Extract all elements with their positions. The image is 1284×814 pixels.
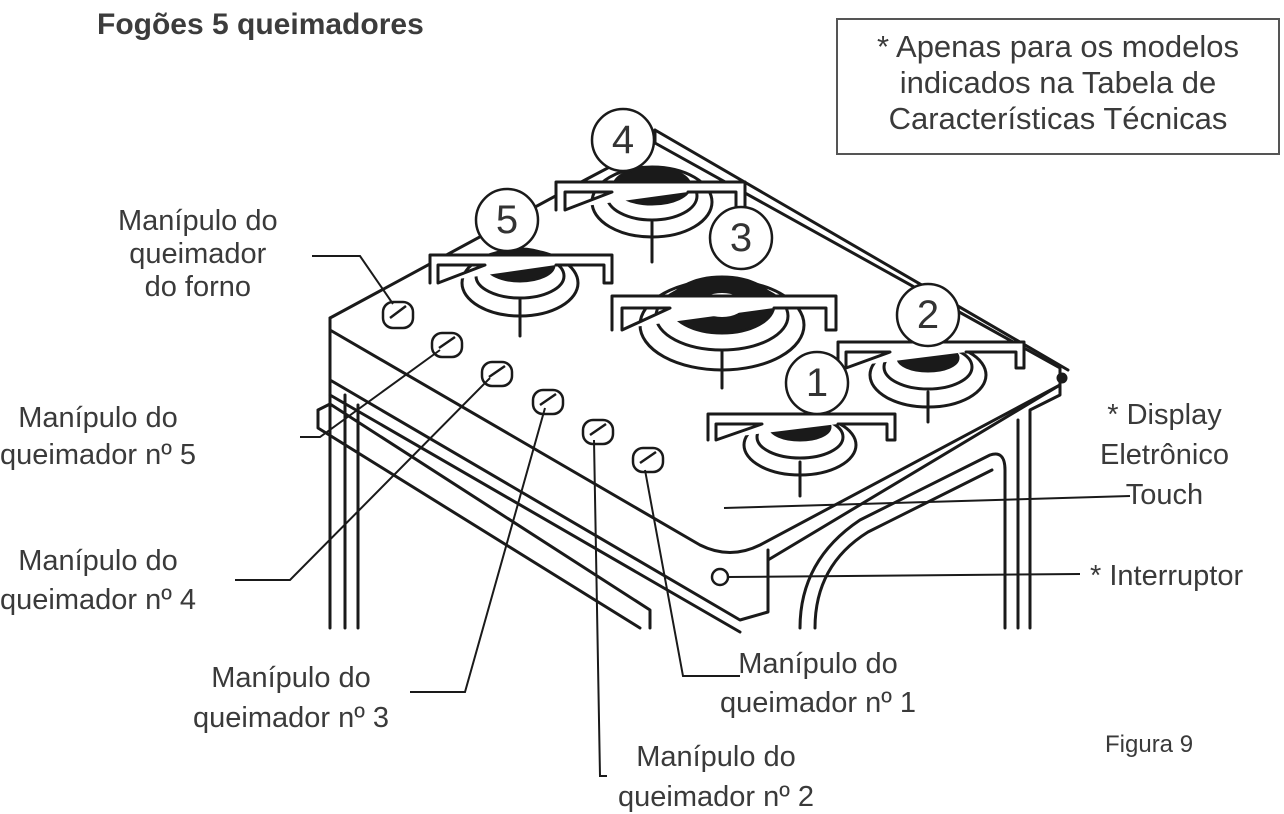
burner-number-1-circle bbox=[784, 350, 850, 416]
label-display: * Display Eletrônico Touch bbox=[1100, 399, 1229, 511]
burner-number-4-circle bbox=[590, 107, 656, 173]
label-knob-4: Manípulo do queimador nº 4 bbox=[0, 545, 196, 616]
knob-oven bbox=[381, 300, 415, 330]
leader-switch bbox=[727, 573, 1081, 578]
burner-number-1: 1 bbox=[806, 361, 828, 405]
door-handle bbox=[316, 402, 652, 630]
leader-oven bbox=[312, 255, 394, 305]
knob-4 bbox=[480, 360, 514, 388]
label-knob-5: Manípulo do queimador nº 5 bbox=[0, 402, 196, 471]
label-knob-1: Manípulo do queimador nº 1 bbox=[720, 648, 916, 719]
figure-label: Figura 9 bbox=[1105, 731, 1194, 758]
burner-3 bbox=[610, 275, 838, 390]
leader-1 bbox=[644, 469, 740, 677]
models-note: * Apenas para os modelos indicados na Ta… bbox=[877, 29, 1239, 136]
label-knob-2: Manípulo do queimador nº 2 bbox=[618, 741, 814, 813]
models-note-box: * Apenas para os modelos indicados na Ta… bbox=[836, 18, 1280, 155]
leader-3 bbox=[410, 407, 546, 693]
label-oven-knob: Manípulo do queimador do forno bbox=[118, 205, 278, 303]
burner-1 bbox=[706, 412, 897, 498]
burner-4 bbox=[554, 165, 747, 264]
leader-2 bbox=[593, 439, 607, 777]
burner-number-3: 3 bbox=[730, 216, 752, 260]
knob-1 bbox=[631, 446, 665, 474]
oven-window bbox=[798, 452, 1007, 630]
burner-number-2: 2 bbox=[917, 293, 939, 337]
burner-number-5: 5 bbox=[496, 198, 518, 242]
knob-2 bbox=[581, 418, 615, 446]
burner-5 bbox=[428, 247, 614, 338]
burner-number-2-circle bbox=[895, 282, 961, 348]
interruptor-button bbox=[710, 567, 730, 587]
burner-number-4: 4 bbox=[612, 118, 634, 162]
leader-4 bbox=[235, 377, 491, 581]
leader-display bbox=[723, 495, 1131, 509]
burner-2 bbox=[836, 340, 1026, 424]
page-title: Fogões 5 queimadores bbox=[97, 8, 424, 41]
burner-number-5-circle bbox=[474, 187, 540, 253]
label-knob-3: Manípulo do queimador nº 3 bbox=[193, 662, 389, 734]
control-panel bbox=[328, 316, 770, 622]
label-switch: * Interruptor bbox=[1090, 560, 1244, 592]
burner-number-3-circle bbox=[708, 205, 774, 271]
leader-5 bbox=[300, 349, 441, 438]
stove-side bbox=[766, 383, 1062, 630]
knob-3 bbox=[531, 388, 565, 416]
